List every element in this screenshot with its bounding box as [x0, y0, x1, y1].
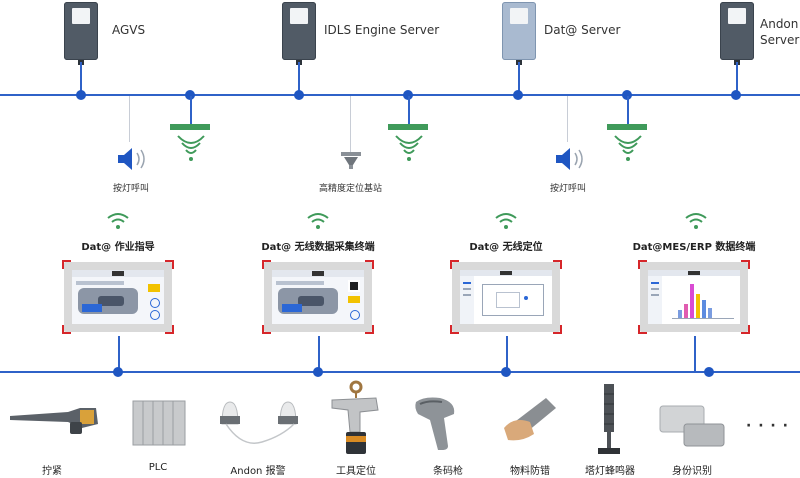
tool-positioning-icon — [331, 380, 379, 454]
andon-server-label-line1: Andon — [760, 17, 799, 31]
terminal-wireless-data-collection[interactable] — [262, 260, 374, 334]
andon-drop-line — [736, 62, 738, 94]
more-devices-ellipsis: · · · · — [746, 418, 789, 434]
access-point-bar — [607, 124, 647, 130]
wireless-signal-icon — [614, 135, 642, 161]
speaker-drop-line — [129, 96, 130, 142]
device-label-material-error-proofing: 物料防错 — [510, 466, 550, 477]
idls-engine-server-icon — [282, 2, 316, 65]
andon-server-icon — [720, 2, 754, 65]
terminal-title-work-guidance: Dat@ 作业指导 — [81, 242, 155, 253]
andon-alarm-icon — [220, 401, 298, 425]
id-recognition-icon — [659, 405, 725, 447]
speaker-icon — [118, 148, 145, 170]
top-network-bus — [0, 94, 800, 96]
device-label-barcode-scanner: 条码枪 — [433, 466, 463, 477]
agvs-label: AGVS — [112, 23, 146, 37]
bottom-network-bus — [0, 371, 800, 373]
terminal-drop-line — [694, 336, 696, 372]
data-drop-line — [518, 62, 520, 94]
idls-engine-server-label: IDLS Engine Server — [324, 23, 440, 37]
plc-icon — [132, 400, 186, 446]
speaker-icon — [556, 148, 583, 170]
barcode-scanner-icon — [415, 397, 455, 450]
device-label-plc: PLC — [148, 462, 168, 473]
bus-node — [113, 367, 123, 377]
wifi-icon — [685, 213, 707, 229]
base-station-label: 高精度定位基站 — [319, 184, 383, 194]
terminal-title-mes-erp: Dat@MES/ERP 数据终端 — [632, 242, 756, 253]
bus-node — [294, 90, 304, 100]
device-label-tool-positioning: 工具定位 — [336, 466, 376, 477]
terminal-work-guidance[interactable] — [62, 260, 174, 334]
tower-light-icon — [598, 384, 620, 454]
ap-drop-line — [627, 96, 629, 124]
device-label-id-recognition: 身份识别 — [672, 466, 712, 477]
material-error-proofing-icon — [504, 398, 556, 441]
agvs-drop-line — [80, 62, 82, 94]
wifi-icon — [107, 213, 129, 229]
terminal-title-wireless-positioning: Dat@ 无线定位 — [469, 242, 543, 253]
idls-drop-line — [298, 62, 300, 94]
data-server-label: Dat@ Server — [544, 23, 621, 37]
device-label-nutrunner: 拧紧 — [42, 466, 62, 477]
andon-call-label-left: 按灯呼叫 — [113, 184, 150, 194]
terminal-drop-line — [506, 336, 508, 372]
bus-node — [76, 90, 86, 100]
bus-node — [513, 90, 523, 100]
bus-node — [622, 90, 632, 100]
bus-node — [403, 90, 413, 100]
ap-drop-line — [408, 96, 410, 124]
base-station-drop-line — [350, 96, 351, 152]
bus-node — [731, 90, 741, 100]
speaker-drop-line — [567, 96, 568, 142]
bus-node — [313, 367, 323, 377]
base-station-icon — [341, 152, 361, 169]
andon-cable-icon — [225, 423, 295, 444]
ap-drop-line — [190, 96, 192, 124]
bus-node — [185, 90, 195, 100]
wireless-signal-icon — [395, 135, 423, 161]
access-point-bar — [388, 124, 428, 130]
terminal-drop-line — [118, 336, 120, 372]
wifi-icon — [307, 213, 329, 229]
andon-call-label-right: 按灯呼叫 — [550, 184, 587, 194]
wireless-signal-icon — [177, 135, 205, 161]
device-label-tower-light: 塔灯蜂鸣器 — [585, 466, 635, 477]
access-point-bar — [170, 124, 210, 130]
bus-node — [501, 367, 511, 377]
agvs-server-icon — [64, 2, 98, 65]
data-server-icon — [502, 2, 536, 65]
bus-node — [704, 367, 714, 377]
device-label-andon-alarm: Andon 报警 — [230, 466, 286, 477]
terminal-mes-erp[interactable] — [638, 260, 750, 334]
terminal-title-wireless-data-collection: Dat@ 无线数据采集终端 — [261, 242, 375, 253]
terminal-wireless-positioning[interactable] — [450, 260, 562, 334]
nutrunner-icon — [10, 408, 98, 434]
andon-server-label-line2: Server — [760, 33, 800, 47]
wifi-icon — [495, 213, 517, 229]
terminal-drop-line — [318, 336, 320, 372]
